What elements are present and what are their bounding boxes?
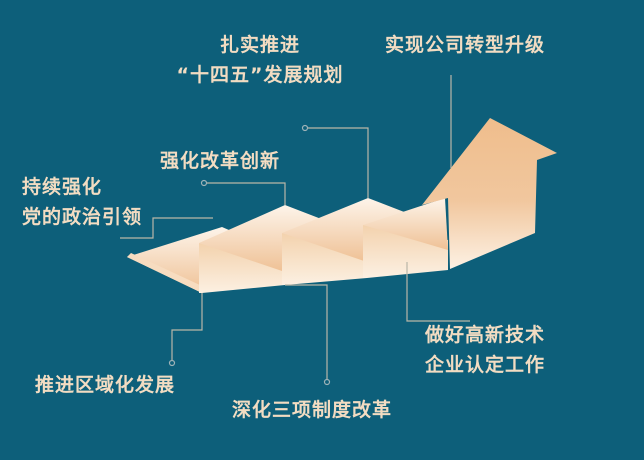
leader-lines [120,75,470,380]
step-4 [363,198,448,278]
label-party-line2: 党的政治引领 [22,206,143,228]
label-plan: 扎实推进 “十四五”发展规划 [165,30,355,90]
dot-icon [323,378,331,386]
step-3 [282,198,430,285]
label-deepen: 深化三项制度改革 [232,399,393,421]
arrow-up-icon [422,118,557,269]
label-party: 持续强化 党的政治引领 [22,172,142,232]
dot-icon [200,179,208,187]
label-hitech-line2: 企业认定工作 [425,354,546,376]
dot-icon [168,359,176,367]
label-reform: 强化改革创新 [160,150,281,172]
dot-icon [301,124,309,132]
label-plan-line1: 扎实推进 [219,34,300,56]
label-regional: 推进区域化发展 [35,374,176,396]
label-transform: 实现公司转型升级 [385,34,546,56]
label-hitech: 做好高新技术 企业认定工作 [425,320,545,380]
label-hitech-line1: 做好高新技术 [425,324,546,346]
label-party-line1: 持续强化 [22,176,103,198]
label-plan-line2: “十四五”发展规划 [176,64,344,86]
